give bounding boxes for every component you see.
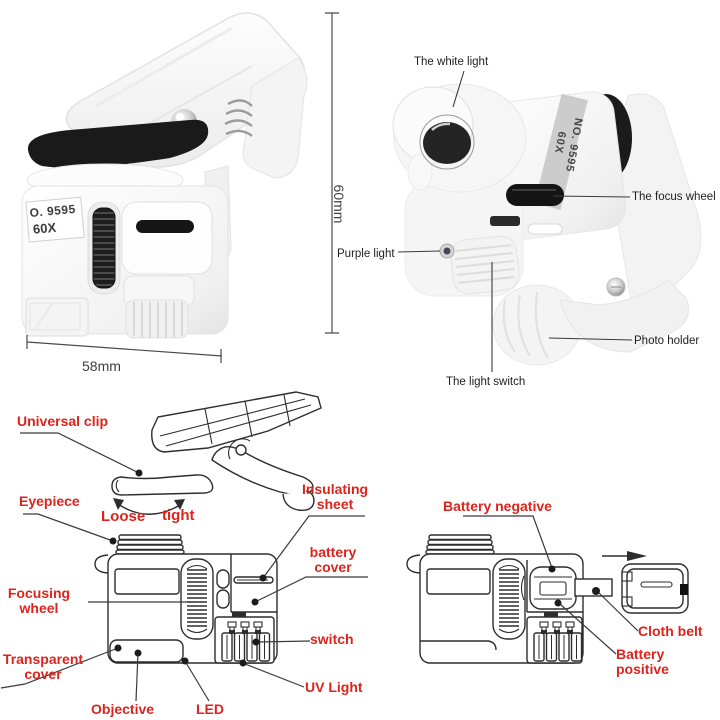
transparent-cover-leader (0, 647, 119, 689)
battery-negative-leader (463, 515, 553, 569)
battery-cover-leader (254, 576, 368, 603)
diagram-left-body-lineart (94, 534, 278, 664)
light-window-slot (136, 220, 194, 233)
switch-label: switch (310, 631, 354, 647)
battery (529, 566, 577, 610)
clip-spring (224, 99, 253, 137)
uv-light-label: UV Light (305, 679, 363, 695)
photo-right-microscope (392, 83, 702, 366)
photo-holder-label: Photo holder (634, 335, 700, 347)
light-switch-label: The light switch (446, 376, 526, 388)
insulating-sheet-label: Insulating sheet (301, 481, 369, 513)
loose-label: Loose (101, 508, 146, 525)
height-dimension-label: 60mm (331, 184, 347, 224)
eyepiece-threads (118, 534, 182, 541)
purple-light-leader (397, 250, 441, 253)
objective-label: Objective (91, 701, 155, 717)
battery-negative-label: Battery negative (443, 498, 552, 514)
window (114, 568, 180, 595)
switch-leader (257, 640, 311, 643)
photo-left-microscope-with-clip (21, 12, 308, 339)
focus-wheel (92, 207, 116, 289)
focus-wheel-label: The focus wheel (632, 191, 716, 203)
photo-holder-leader (548, 337, 633, 341)
led-uv-bars (221, 632, 271, 662)
focus-wheel-leader (552, 195, 631, 198)
insulating-sheet-leader (262, 515, 365, 579)
width-dimension-label: 58mm (82, 358, 121, 374)
device-sticker-text: O. 9595 60X (29, 202, 78, 237)
window (426, 568, 491, 595)
eyepiece-leader (23, 513, 114, 542)
sticker-model: O. 9595 (29, 201, 77, 220)
diagram-left-leaders (0, 432, 368, 702)
photo-right-leader-lines (397, 70, 633, 372)
sticker (25, 196, 85, 243)
diagram-clip-lineart (111, 391, 322, 515)
loose-tight-arc (117, 503, 181, 515)
universal-clip-label: Universal clip (17, 413, 109, 429)
dimension-lines (26, 12, 339, 363)
battery-cover-label: battery cover (309, 544, 357, 576)
diagram-right-leaders (463, 515, 639, 655)
clip-pad (27, 119, 209, 168)
cloth-belt-leader (597, 591, 639, 632)
lens (423, 122, 471, 164)
focusing-wheel-label: Focusing wheel (7, 585, 71, 617)
led-leader (184, 660, 210, 702)
purple-light-label: Purple light (337, 248, 395, 260)
white-light-leader (452, 70, 465, 108)
diagram-right-body-lineart (406, 534, 689, 664)
tight-label: tight (162, 507, 195, 524)
uv-light-leader (244, 663, 305, 688)
objective-leader (135, 652, 139, 702)
cloth-belt (574, 578, 613, 597)
transparent-cover-label: Transparent cover (2, 651, 84, 683)
focusing-wheel-knurl (187, 569, 207, 629)
insulating-sheet (233, 576, 274, 584)
transparent-cover (25, 297, 89, 337)
label-band (534, 93, 588, 210)
cloth-belt-label: Cloth belt (638, 623, 703, 639)
white-light-label: The white light (414, 56, 489, 68)
universal-clip-leader (20, 432, 140, 474)
eyepiece-label: Eyepiece (19, 493, 80, 509)
focus-wheel (506, 184, 564, 206)
width-dimension-line (26, 341, 223, 357)
battery-positive-label: Battery positive (616, 646, 669, 678)
battery-positive-leader (559, 603, 617, 655)
led-label: LED (196, 701, 224, 717)
